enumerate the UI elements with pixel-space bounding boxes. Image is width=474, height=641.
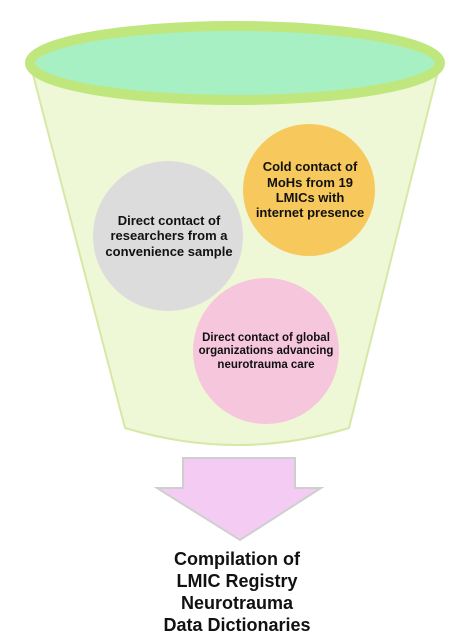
down-arrow-icon (153, 457, 325, 542)
output-line-2: LMIC Registry (176, 571, 298, 591)
mohs-label: Cold contact of MoHs from 19 LMICs with … (255, 159, 365, 221)
researchers-circle (93, 161, 243, 311)
output-line-3: Neurotrauma (180, 593, 294, 613)
organizations-label: Direct contact of global organizations a… (198, 331, 334, 371)
output-caption: Compilation of LMIC Registry Neurotrauma… (90, 548, 384, 636)
funnel-rim (25, 21, 445, 105)
organizations-circle (193, 278, 339, 424)
output-line-1: Compilation of (174, 549, 300, 569)
mohs-circle (243, 124, 375, 256)
output-line-4: Data Dictionaries (163, 615, 311, 635)
researchers-label: Direct contact of researchers from a con… (105, 213, 233, 259)
